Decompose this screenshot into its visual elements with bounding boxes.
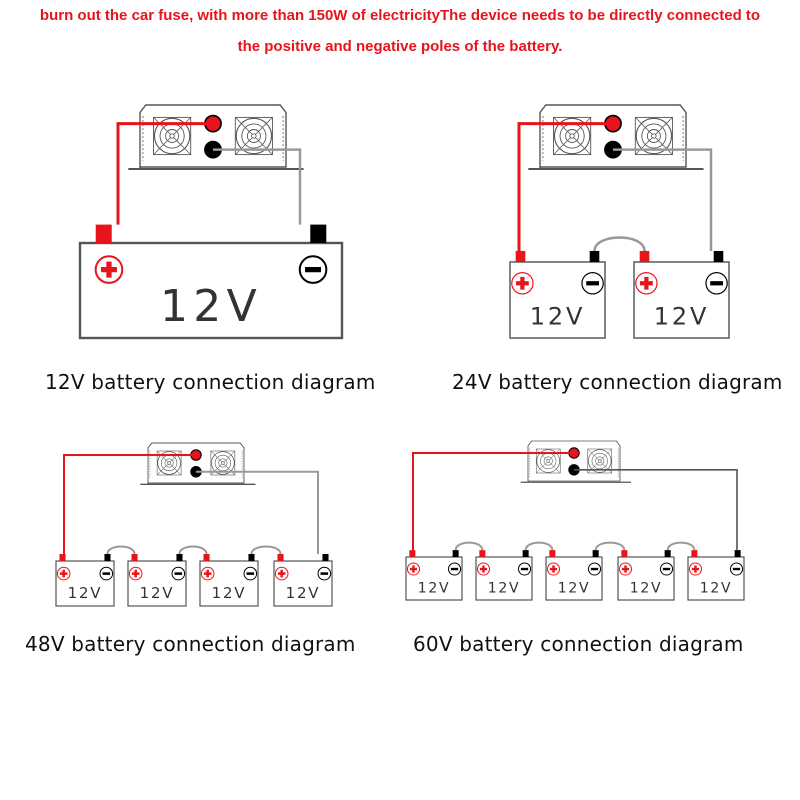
battery-48v-4: 12V bbox=[273, 554, 333, 607]
battery-voltage-label: 12V bbox=[418, 580, 450, 596]
battery-negative-post bbox=[592, 550, 599, 557]
battery-48v-2: 12V bbox=[127, 554, 187, 607]
battery-negative-post bbox=[734, 550, 741, 557]
positive-wire bbox=[517, 122, 613, 251]
battery-negative-post bbox=[310, 224, 327, 243]
caption-24v-diagram: 24V battery connection diagram bbox=[452, 370, 783, 394]
battery-voltage-label: 12V bbox=[140, 584, 175, 602]
series-link-wire bbox=[106, 545, 136, 555]
series-link-wire bbox=[178, 545, 208, 555]
positive-wire bbox=[412, 452, 574, 551]
battery-negative-post bbox=[664, 550, 671, 557]
caption-12v-diagram: 12V battery connection diagram bbox=[45, 370, 376, 394]
caption-48v-diagram: 48V battery connection diagram bbox=[25, 632, 356, 656]
battery-positive-post bbox=[549, 550, 556, 557]
battery-positive-post bbox=[639, 250, 650, 262]
battery-case bbox=[78, 241, 344, 340]
inverter-24v bbox=[528, 104, 704, 171]
fan-icon bbox=[535, 448, 561, 474]
inverter-60v bbox=[520, 440, 632, 483]
battery-48v-3: 12V bbox=[199, 554, 259, 607]
battery-60v-4: 12V bbox=[617, 550, 675, 601]
battery-voltage-label: 12V bbox=[654, 302, 710, 330]
battery-voltage-label: 12V bbox=[530, 302, 586, 330]
battery-positive-post bbox=[203, 554, 210, 561]
battery-24v-1: 12V bbox=[509, 250, 606, 339]
inverter-body bbox=[139, 104, 287, 168]
negative-wire bbox=[613, 148, 713, 251]
battery-positive-post bbox=[277, 554, 284, 561]
inverter-body bbox=[527, 440, 621, 482]
inverter-body bbox=[539, 104, 687, 168]
series-link-wire bbox=[250, 545, 282, 555]
warning-notice-line-2: the positive and negative poles of the b… bbox=[237, 38, 563, 55]
battery-negative-post bbox=[248, 554, 255, 561]
series-link-wire bbox=[666, 541, 696, 551]
battery-negative-post bbox=[589, 250, 600, 262]
battery-negative-post bbox=[452, 550, 459, 557]
caption-60v-diagram: 60V battery connection diagram bbox=[413, 632, 744, 656]
battery-positive-post bbox=[409, 550, 416, 557]
series-link-wire bbox=[593, 236, 646, 252]
battery-positive-post bbox=[59, 554, 66, 561]
warning-notice-line-1: burn out the car fuse, with more than 15… bbox=[39, 7, 761, 24]
battery-negative-post bbox=[322, 554, 329, 561]
battery-negative-post bbox=[522, 550, 529, 557]
battery-positive-post bbox=[95, 224, 112, 243]
battery-voltage-label: 12V bbox=[488, 580, 520, 596]
battery-positive-post bbox=[691, 550, 698, 557]
negative-wire bbox=[574, 469, 738, 551]
fan-icon bbox=[153, 116, 192, 156]
series-link-wire bbox=[594, 541, 626, 551]
inverter-48v bbox=[140, 442, 256, 485]
battery-60v-2: 12V bbox=[475, 550, 533, 601]
positive-wire bbox=[116, 122, 213, 225]
battery-positive-post bbox=[131, 554, 138, 561]
battery-negative-post bbox=[176, 554, 183, 561]
battery-24v-2: 12V bbox=[633, 250, 730, 339]
battery-voltage-label: 12V bbox=[160, 281, 262, 332]
battery-voltage-label: 12V bbox=[212, 584, 247, 602]
battery-60v-5: 12V bbox=[687, 550, 745, 601]
battery-voltage-label: 12V bbox=[630, 580, 662, 596]
positive-wire bbox=[63, 454, 196, 555]
battery-12v: 12V bbox=[78, 224, 344, 340]
negative-wire bbox=[196, 470, 319, 555]
battery-60v-3: 12V bbox=[545, 550, 603, 601]
negative-wire bbox=[213, 148, 302, 225]
inverter-12v bbox=[128, 104, 304, 171]
series-link-wire bbox=[454, 541, 484, 551]
battery-voltage-label: 12V bbox=[286, 584, 321, 602]
battery-voltage-label: 12V bbox=[558, 580, 590, 596]
series-link-wire bbox=[524, 541, 554, 551]
battery-negative-post bbox=[713, 250, 724, 262]
battery-48v-1: 12V bbox=[55, 554, 115, 607]
battery-voltage-label: 12V bbox=[700, 580, 732, 596]
battery-positive-post bbox=[621, 550, 628, 557]
inverter-body bbox=[147, 442, 245, 484]
battery-voltage-label: 12V bbox=[68, 584, 103, 602]
battery-positive-post bbox=[479, 550, 486, 557]
battery-positive-post bbox=[515, 250, 526, 262]
battery-negative-post bbox=[104, 554, 111, 561]
battery-60v-1: 12V bbox=[405, 550, 463, 601]
